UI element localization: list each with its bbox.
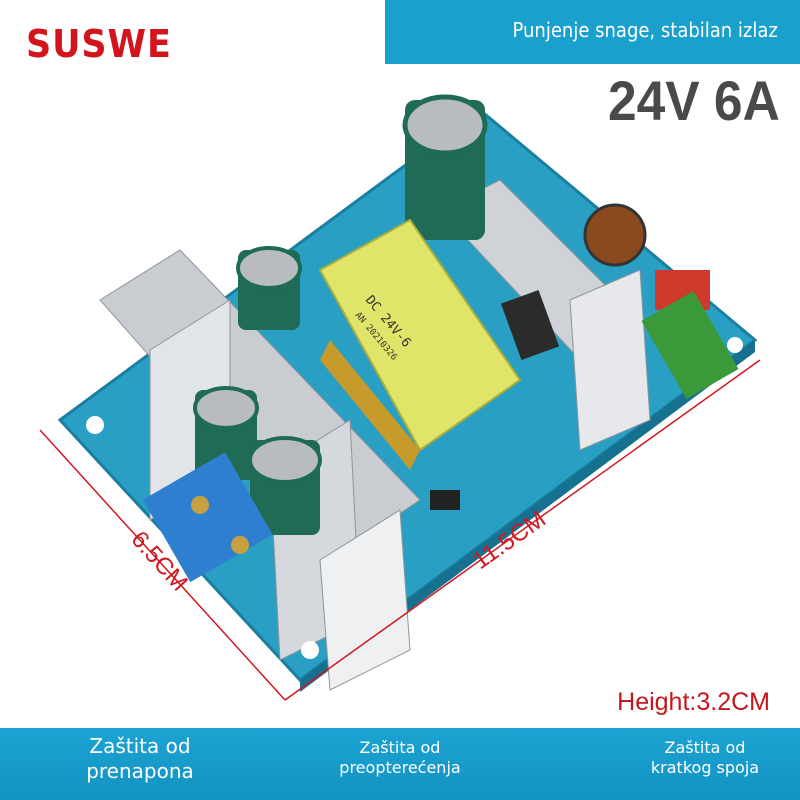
heatsink-left <box>99 249 421 691</box>
capacitors <box>193 94 488 535</box>
features-band: Zaštita od prenapona Zaštita od preopter… <box>0 728 800 800</box>
dimension-lines <box>39 359 761 701</box>
feature-line: Zaštita od <box>664 738 746 757</box>
heatsink-right <box>439 179 651 451</box>
feature-line: kratkog spoja <box>650 758 760 777</box>
inductor <box>583 203 647 267</box>
brand-logo: SUSWE <box>26 22 172 66</box>
mosfet <box>500 289 560 361</box>
feature-line: Zaštita od <box>89 734 191 758</box>
transformer: DC 24V-6 AN 20210326 <box>318 218 522 470</box>
terminal-input <box>641 291 739 399</box>
feature-overvoltage: Zaštita od prenapona <box>60 734 220 784</box>
feature-overload: Zaštita od preopterećenja <box>310 738 490 778</box>
tagline: Punjenje snage, stabilan izlaz <box>512 18 778 42</box>
header-band: Punjenje snage, stabilan izlaz <box>385 0 800 64</box>
feature-line: prenapona <box>86 759 194 783</box>
feature-short-circuit: Zaštita od kratkog spoja <box>620 738 790 778</box>
spec-title: 24V 6A <box>608 69 780 132</box>
optocoupler <box>430 490 460 510</box>
feature-line: Zaštita od <box>359 738 441 757</box>
feature-line: preopterećenja <box>339 758 461 777</box>
height-dimension-label: Height:3.2CM <box>617 688 770 716</box>
